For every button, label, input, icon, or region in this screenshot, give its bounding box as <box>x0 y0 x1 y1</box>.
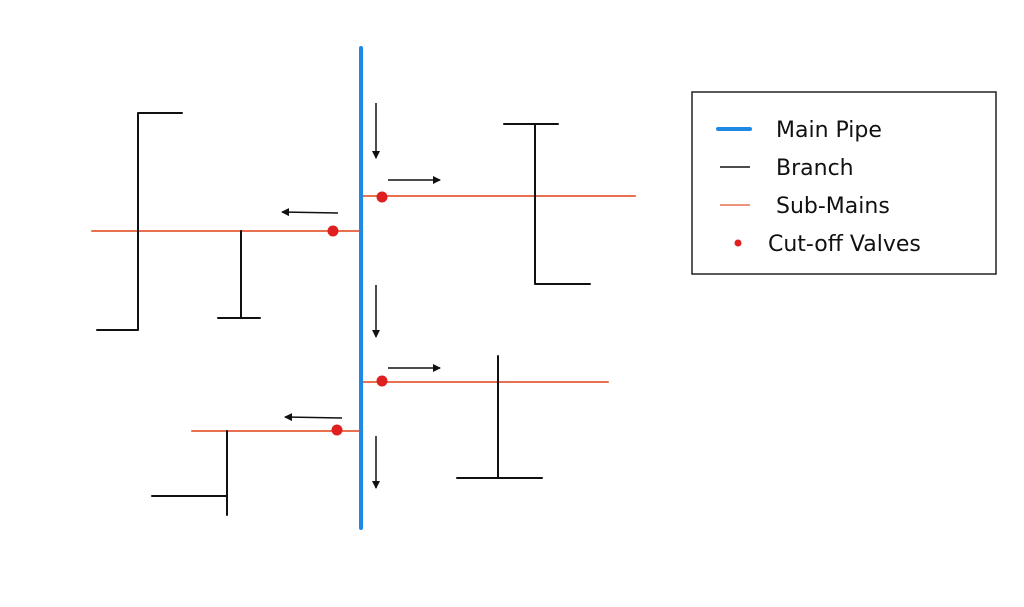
branch-upper-left-bracket <box>96 112 183 331</box>
sub-mains-group <box>91 195 636 432</box>
legend-branch-label: Branch <box>776 156 854 181</box>
legend-box <box>691 91 997 275</box>
flow-arrow-left-1 <box>281 208 339 217</box>
valve-lower-right <box>376 375 388 387</box>
legend-valve-label: Cut-off Valves <box>768 232 921 257</box>
legend-sub-mains-label: Sub-Mains <box>776 194 890 219</box>
branch-upper-right-bracket <box>534 123 591 285</box>
valve-upper-right <box>376 191 388 203</box>
flow-arrows-group <box>281 103 441 489</box>
valve-lower-left <box>331 424 343 436</box>
valve-upper-left <box>327 225 339 237</box>
flow-arrow-left-2 <box>284 413 343 422</box>
legend: Main Pipe Branch Sub-Mains Cut-off Valve… <box>691 91 997 275</box>
legend-main-pipe-label: Main Pipe <box>776 118 882 143</box>
legend-valve-swatch <box>734 239 742 247</box>
valves-group <box>327 191 388 436</box>
branches-group <box>96 112 591 516</box>
